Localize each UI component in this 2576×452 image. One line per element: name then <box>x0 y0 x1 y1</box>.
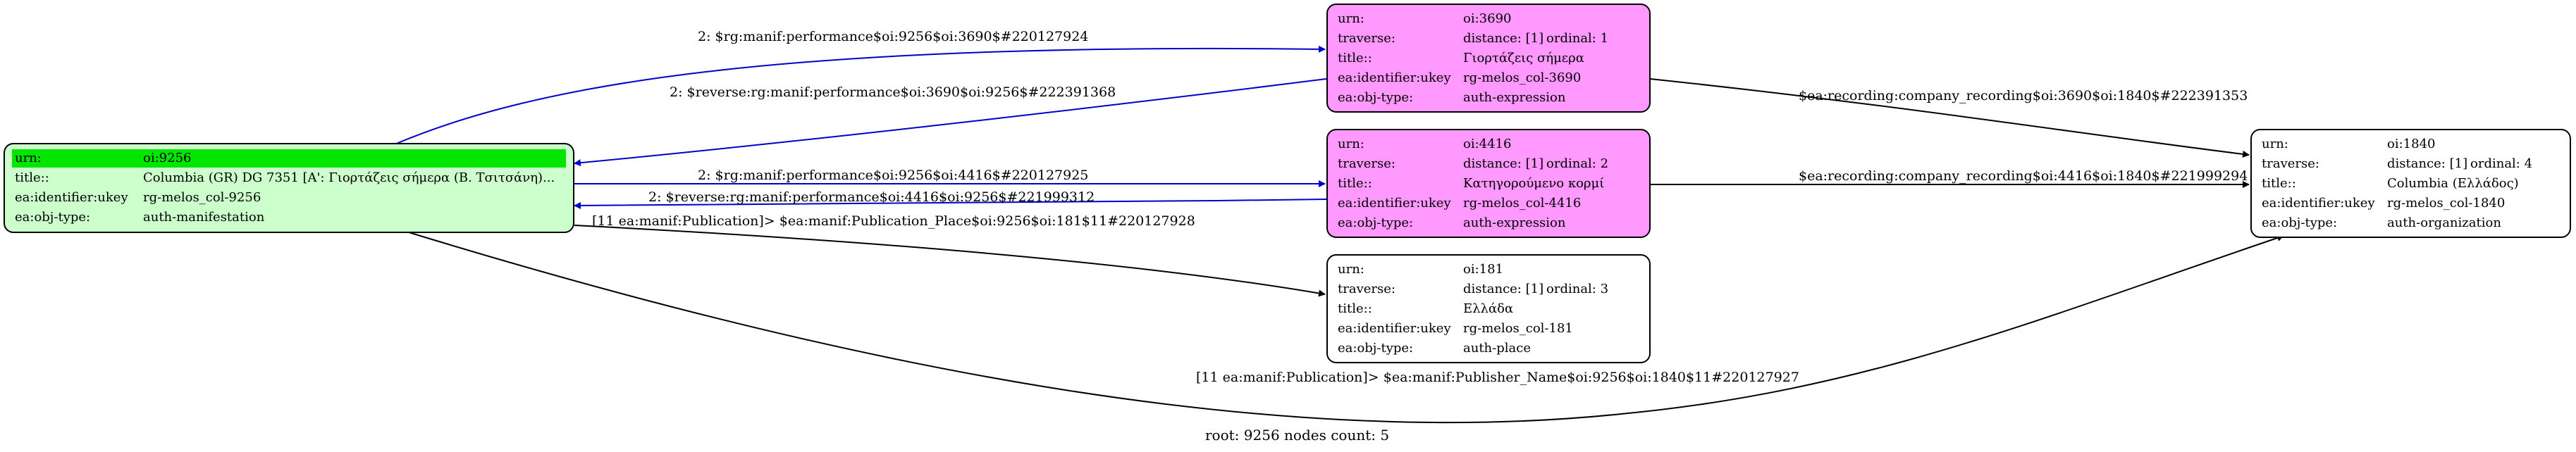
n4416-ukey-value: rg-melos_col-4416 <box>1463 196 1582 211</box>
edge-label-3690-to-root: 2: $reverse:rg:manif:performance$oi:3690… <box>670 84 1116 100</box>
graph-footer: root: 9256 nodes count: 5 <box>1205 427 1390 444</box>
n4416-ordinal: ordinal: 2 <box>1546 156 1609 171</box>
n181-urn-key: urn: <box>1338 262 1364 277</box>
root-urn-value: oi:9256 <box>143 151 192 165</box>
n1840-type-value: auth-organization <box>2387 215 2501 230</box>
n3690-type-value: auth-expression <box>1463 90 1566 105</box>
n1840-title-value: Columbia (Ελλάδος) <box>2387 176 2519 191</box>
n3690-type-key: ea:obj-type: <box>1338 90 1414 105</box>
edge-label-root-to-4416: 2: $rg:manif:performance$oi:9256$oi:4416… <box>698 168 1088 183</box>
n1840-distance: distance: [1] <box>2387 156 2468 171</box>
n3690-ordinal: ordinal: 1 <box>1546 31 1609 46</box>
edge-root-to-3690 <box>394 45 1326 145</box>
edge-root-to-1840 <box>408 232 2284 424</box>
n1840-ukey-key: ea:identifier:ukey <box>2262 196 2375 211</box>
node-root-9256[interactable]: urn: oi:9256 title::Columbia (GR) DG 7351… <box>4 143 574 233</box>
n181-ukey-key: ea:identifier:ukey <box>1338 321 1451 336</box>
n1840-ukey-value: rg-melos_col-1840 <box>2387 196 2506 211</box>
edge-label-root-to-181: [11 ea:manif:Publication]> $ea:manif:Pub… <box>592 213 1195 229</box>
node-3690[interactable]: urn: oi:3690 traverse: distance: [1]ordina… <box>1326 4 1651 113</box>
root-type-value: auth-manifestation <box>143 210 265 225</box>
root-ukey-value: rg-melos_col-9256 <box>143 190 261 205</box>
n1840-title-key: title:: <box>2262 176 2296 191</box>
n1840-urn-value: oi:1840 <box>2387 137 2436 151</box>
n3690-urn-value: oi:3690 <box>1463 11 1512 26</box>
n1840-urn-key: urn: <box>2262 137 2288 151</box>
n181-traverse-key: traverse: <box>1338 282 1395 296</box>
n3690-urn-key: urn: <box>1338 11 1364 26</box>
n3690-title-value: Γιορτάζεις σήμερα <box>1463 51 1584 65</box>
n1840-traverse-key: traverse: <box>2262 156 2319 171</box>
root-type-key: ea:obj-type: <box>15 210 91 225</box>
n181-distance: distance: [1] <box>1463 282 1544 296</box>
root-urn-key: urn: <box>15 151 42 165</box>
n181-ukey-value: rg-melos_col-181 <box>1463 321 1573 336</box>
n1840-type-key: ea:obj-type: <box>2262 215 2338 230</box>
n4416-ukey-key: ea:identifier:ukey <box>1338 196 1451 211</box>
edge-root-to-181 <box>574 225 1326 297</box>
n4416-traverse-key: traverse: <box>1338 156 1395 171</box>
n4416-title-value: Κατηγορούμενο κορμί <box>1463 176 1605 191</box>
n181-type-value: auth-place <box>1463 341 1531 356</box>
edge-label-3690-to-1840: $ea:recording:company_recording$oi:3690$… <box>1799 88 2248 103</box>
node-4416[interactable]: urn: oi:4416 traverse: distance: [1]ordina… <box>1326 129 1651 238</box>
root-title-key: title:: <box>15 170 49 185</box>
edge-3690-to-1840 <box>1649 78 2250 158</box>
root-urn-highlight <box>12 149 566 168</box>
n4416-urn-value: oi:4416 <box>1463 137 1512 151</box>
n3690-traverse-key: traverse: <box>1338 31 1395 46</box>
n3690-ukey-value: rg-melos_col-3690 <box>1463 70 1582 85</box>
n181-type-key: ea:obj-type: <box>1338 341 1414 356</box>
edge-3690-to-root <box>574 78 1327 167</box>
n3690-distance: distance: [1] <box>1463 31 1544 46</box>
n4416-urn-key: urn: <box>1338 137 1364 151</box>
n4416-type-value: auth-expression <box>1463 215 1566 230</box>
n4416-type-key: ea:obj-type: <box>1338 215 1414 230</box>
edge-label-4416-to-root: 2: $reverse:rg:manif:performance$oi:4416… <box>648 189 1095 205</box>
n1840-ordinal: ordinal: 4 <box>2470 156 2533 171</box>
root-ukey-key: ea:identifier:ukey <box>15 190 128 205</box>
n3690-ukey-key: ea:identifier:ukey <box>1338 70 1451 85</box>
edge-label-root-to-3690: 2: $rg:manif:performance$oi:9256$oi:3690… <box>698 29 1088 44</box>
n181-title-value: Ελλάδα <box>1463 301 1514 316</box>
n181-title-key: title:: <box>1338 301 1372 316</box>
node-181[interactable]: urn: oi:181 traverse: distance: [1]ordinal… <box>1326 254 1651 363</box>
n4416-title-key: title:: <box>1338 176 1372 191</box>
node-1840[interactable]: urn: oi:1840 traverse: distance: [1]ordina… <box>2250 129 2571 238</box>
n3690-title-key: title:: <box>1338 51 1372 65</box>
edge-label-4416-to-1840: $ea:recording:company_recording$oi:4416$… <box>1799 168 2248 184</box>
n181-ordinal: ordinal: 3 <box>1546 282 1609 296</box>
n181-urn-value: oi:181 <box>1463 262 1504 277</box>
edge-label-root-to-1840: [11 ea:manif:Publication]> $ea:manif:Pub… <box>1196 370 1799 385</box>
n4416-distance: distance: [1] <box>1463 156 1544 171</box>
root-title-value: Columbia (GR) DG 7351 [A': Γιορτάζεις σή… <box>143 170 555 185</box>
